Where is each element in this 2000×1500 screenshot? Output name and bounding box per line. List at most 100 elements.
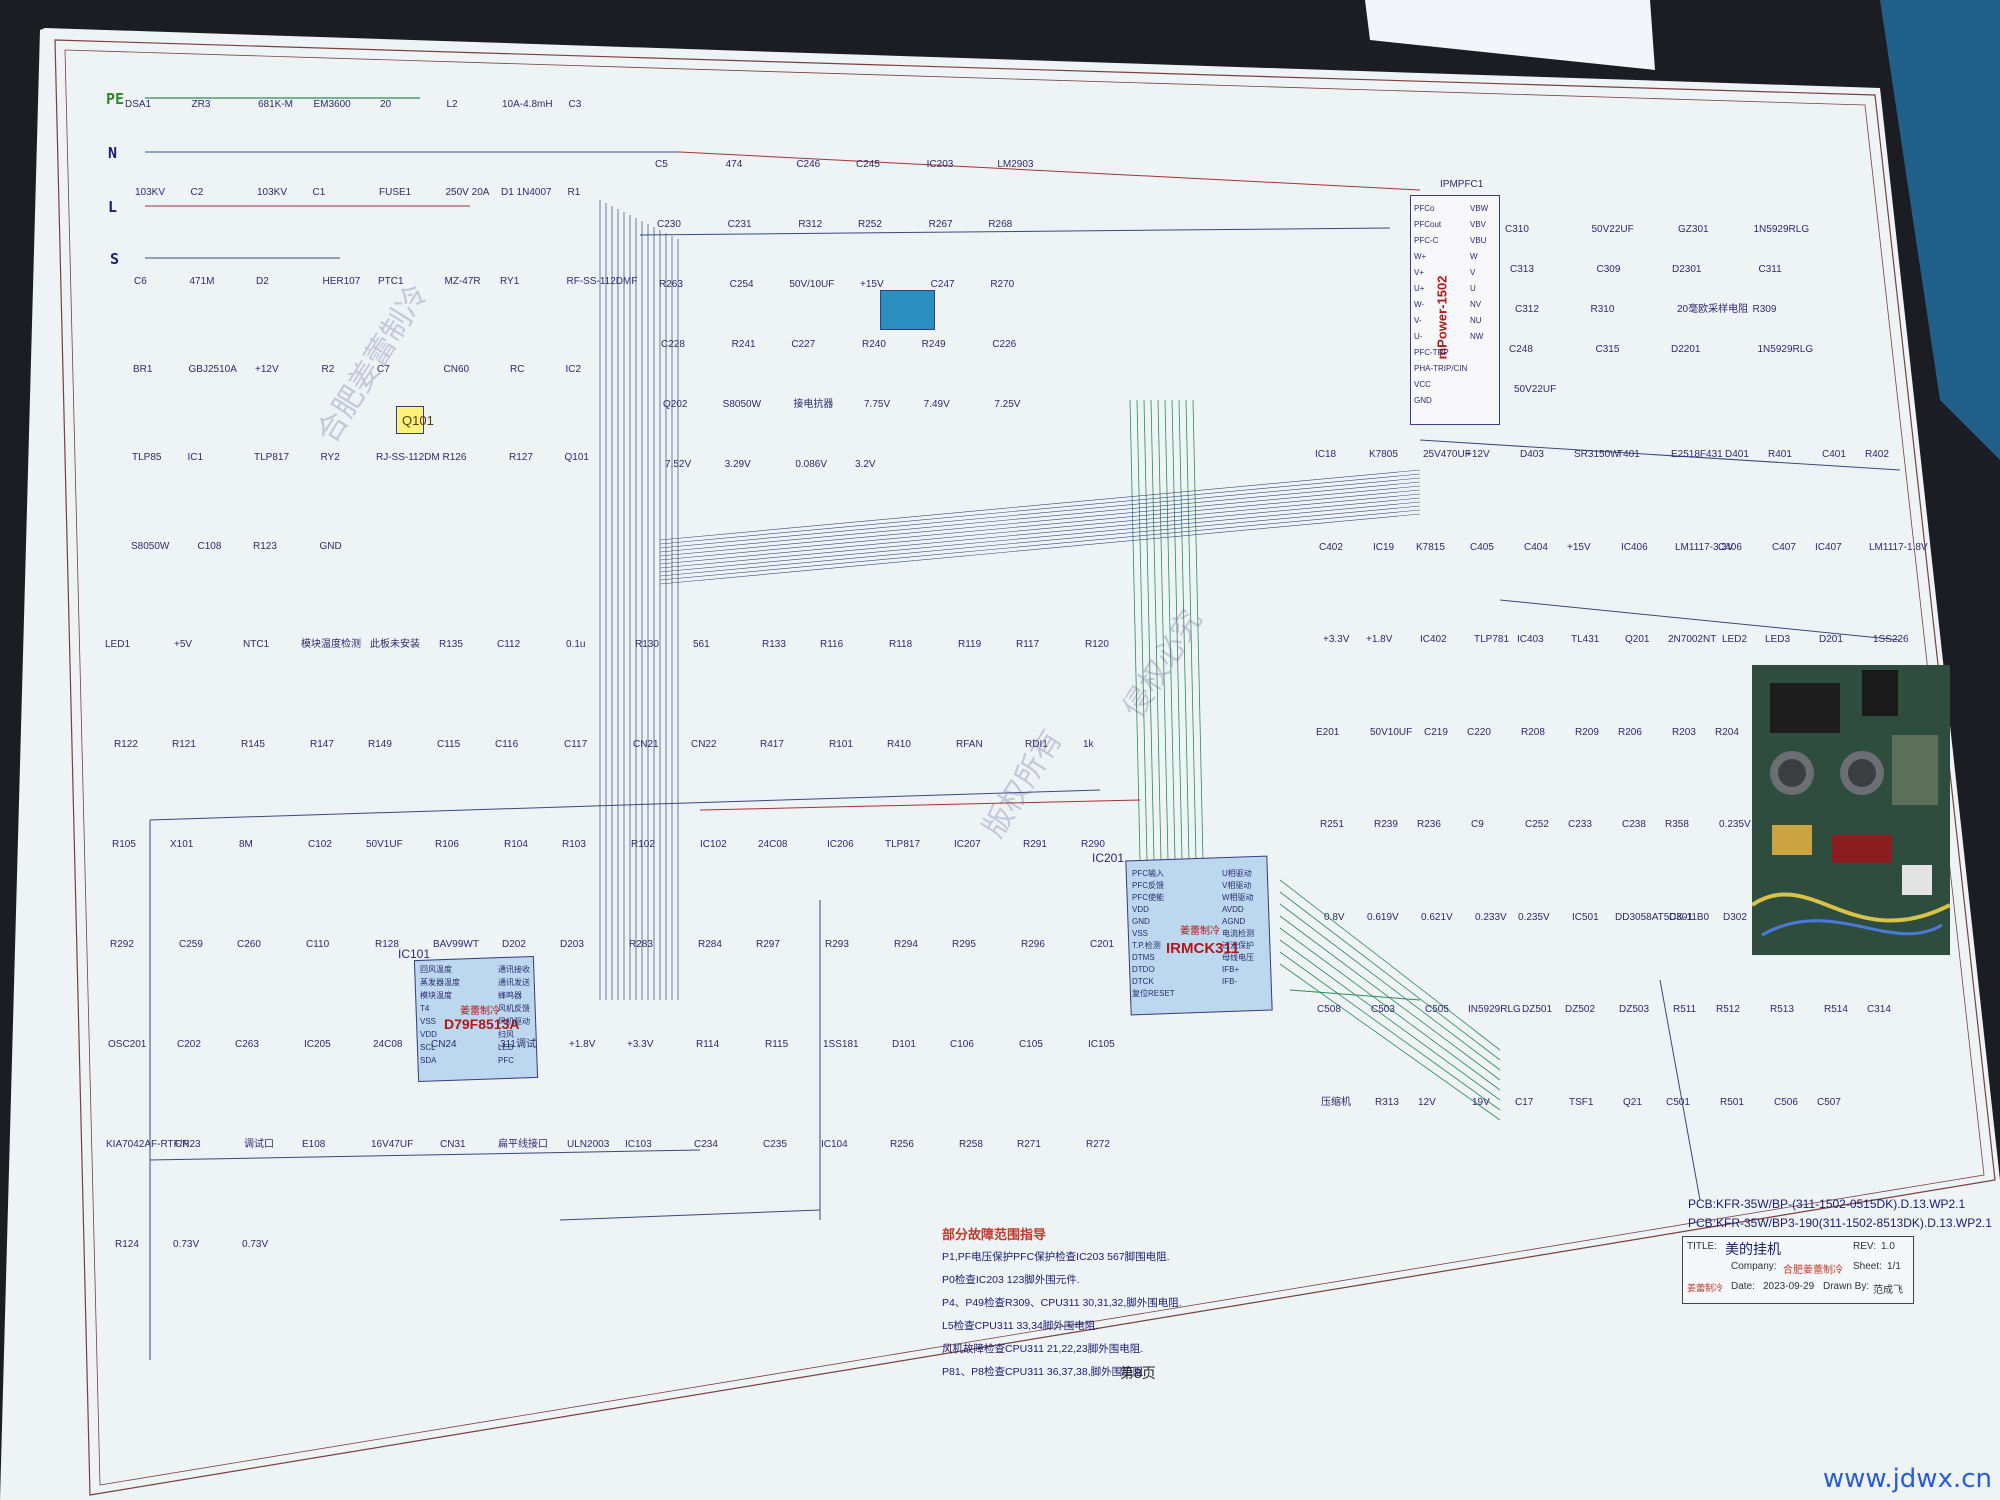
component-label: R209: [1575, 726, 1599, 738]
component-label: 1k: [1083, 739, 1094, 750]
company-logo: 姜蕾制冷: [1687, 1283, 1724, 1293]
component-label: E108: [302, 1139, 326, 1150]
component-label: R313: [1375, 1096, 1399, 1108]
component-label: DZ502: [1565, 1004, 1596, 1015]
component-label: R106: [435, 839, 459, 850]
component-label: R149: [368, 739, 392, 750]
date-value: 2023-09-29: [1763, 1281, 1815, 1292]
component-label: R236: [1417, 819, 1441, 830]
component-label: R309: [1752, 304, 1777, 315]
component-label: +15V: [1567, 541, 1591, 553]
component-label: R128: [375, 939, 399, 950]
ipm-pin-label: NU: [1470, 316, 1482, 325]
component-label: R240: [862, 339, 886, 350]
component-label: K7815: [1416, 541, 1445, 553]
component-label: C309: [1596, 264, 1621, 275]
component-label: 7.52V: [665, 459, 692, 470]
mcu-pin-label: PFC输入: [1132, 869, 1164, 878]
component-label: IC105: [1088, 1039, 1115, 1050]
mcu-pin-label: T4: [420, 1004, 430, 1013]
mcu-pin-label: DTMS: [1132, 953, 1155, 962]
mcu-pin-label: PFC反馈: [1132, 881, 1164, 890]
component-label: R270: [990, 279, 1015, 290]
component-label: C507: [1817, 1096, 1841, 1108]
component-label: C5: [655, 159, 668, 170]
component-label: R296: [1021, 939, 1045, 950]
component-label: R258: [959, 1139, 983, 1150]
mcu-pin-label: U相驱动: [1222, 869, 1252, 878]
component-label: R272: [1086, 1139, 1110, 1150]
mcu-pin-label: IFB+: [1222, 965, 1240, 974]
company-label: Company:: [1731, 1261, 1777, 1272]
component-label: CN31: [440, 1139, 466, 1150]
component-label: C115: [437, 739, 461, 750]
component-label: C406: [1718, 541, 1742, 553]
mcu-pin-label: 过流保护: [1222, 941, 1254, 950]
component-label: 0.8V: [1324, 911, 1345, 923]
component-label: KIA7042AF-RTF/P: [106, 1139, 190, 1150]
component-label: C315: [1595, 344, 1620, 355]
component-label: SR3150W: [1574, 449, 1620, 460]
component-label: DSA1: [125, 99, 152, 110]
component-label: R256: [890, 1139, 914, 1150]
component-label: C234: [694, 1139, 718, 1150]
component-label: R410: [887, 739, 911, 750]
component-label: R121: [172, 739, 196, 750]
component-label: D202: [502, 939, 526, 950]
mcu1-sub: 姜蕾制冷: [460, 1006, 500, 1017]
mcu-pin-label: SDA: [420, 1056, 437, 1065]
component-label: RY2: [320, 452, 340, 464]
mcu-pin-label: V相驱动: [1222, 881, 1252, 890]
component-label: C231: [727, 219, 752, 230]
fault-guide-line: 风机故障检查CPU311 21,22,23脚外围电阻.: [942, 1343, 1144, 1355]
mcu-pin-label: 电流检测: [1222, 929, 1254, 938]
component-label: C238: [1622, 819, 1646, 830]
component-label: +12V: [1466, 449, 1490, 460]
drawn-label: Drawn By:: [1823, 1281, 1870, 1292]
component-label: C110: [306, 939, 330, 950]
component-label: R402: [1865, 449, 1889, 460]
component-label: IC402: [1420, 634, 1447, 645]
ipm-pin-label: U: [1470, 284, 1476, 293]
component-label: S8050W: [131, 540, 170, 552]
component-label: R203: [1672, 726, 1696, 738]
mcu2-name: IRMCK311: [1166, 940, 1240, 957]
ipm-pin-label: V+: [1414, 268, 1425, 277]
component-label: C263: [235, 1039, 259, 1050]
component-label: IC102: [700, 839, 727, 850]
ipm-pin-label: W: [1470, 252, 1478, 261]
component-label: RJ-SS-112DM: [376, 452, 440, 464]
drawn-value: 范成飞: [1873, 1285, 1903, 1296]
component-label: 0.235V: [1719, 819, 1751, 830]
component-label: 0.233V: [1475, 911, 1507, 923]
mcu-pin-label: W相驱动: [1222, 893, 1254, 902]
component-label: 681K-M: [258, 99, 294, 110]
component-label: C7: [377, 364, 390, 375]
component-label: R119: [958, 639, 982, 650]
component-label: D201: [1819, 634, 1843, 645]
component-label: IN5929RLG: [1468, 1004, 1521, 1015]
component-label: C252: [1525, 819, 1549, 830]
ipm-pin-label: NW: [1470, 332, 1484, 341]
component-label: R239: [1374, 819, 1398, 830]
component-label: IC406: [1621, 541, 1648, 553]
component-label: IC19: [1373, 541, 1395, 553]
component-label: 0.619V: [1367, 911, 1399, 923]
mcu-pin-label: 风机驱动: [498, 1017, 530, 1026]
component-label: 7.25V: [994, 399, 1021, 410]
component-label: C201: [1090, 939, 1114, 950]
component-label: R147: [310, 739, 334, 750]
component-label: IC1: [187, 452, 204, 464]
component-label: 16V47UF: [371, 1139, 414, 1150]
component-label: IC205: [304, 1039, 331, 1050]
ipm-pin-label: PFC-C: [1414, 236, 1439, 245]
component-label: R114: [696, 1039, 720, 1050]
ipm-model: mPower-1502: [1434, 275, 1450, 360]
component-label: Q21: [1623, 1096, 1642, 1108]
component-label: R512: [1716, 1004, 1740, 1015]
component-label: R513: [1770, 1004, 1794, 1015]
component-label: C220: [1467, 726, 1491, 738]
component-label: R1: [567, 187, 581, 199]
component-label: C248: [1509, 344, 1533, 355]
component-label: TL431: [1571, 634, 1600, 645]
